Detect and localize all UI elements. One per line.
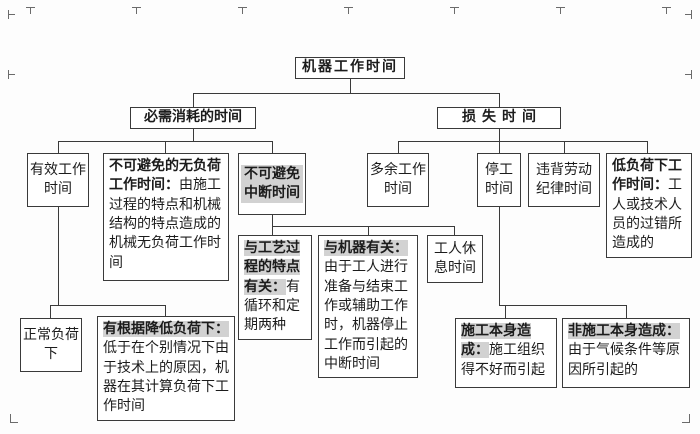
tick-mark [30,7,31,14]
tick-mark [560,7,561,14]
tick-mark [454,7,455,14]
tick-mark [348,7,349,14]
connector-line [193,93,194,107]
tick-mark [685,14,692,15]
node-necessary-consumed-time: 必需消耗的时间 [130,107,256,129]
node-machine-working-time: 机器工作时间 [295,57,405,79]
connector-line [499,93,500,107]
connector-line [398,141,648,142]
node-shutdown-time: 停工时间 [477,153,521,207]
node-justified-reduced-load: 有根据降低负荷下： 低于在个别情况下由于技术上的原因，机器在其计算负荷下工作时间 [97,316,235,421]
node-label: 多余工作时间 [370,161,426,197]
node-label: 停工时间 [485,161,513,197]
node-label: 机器工作时间 [302,59,398,76]
tick-mark [10,422,18,423]
tick-mark [666,7,667,14]
node-redundant-working-time: 多余工作时间 [367,153,429,207]
connector-line [564,141,565,153]
node-body: 由施工过程的特点和机械结构的特点造成的机械无负荷工作时间 [109,177,221,271]
node-body: 由于工人进行准备与结束工作或辅助工作时，机器停止工作而引起的中断时间 [324,259,408,372]
node-head: 非施工本身造成： [568,323,680,339]
node-worker-rest-time: 工人休息时间 [427,235,483,283]
node-unavoidable-noload-time: 不可避免的无负荷工作时间：由施工过程的特点和机械结构的特点造成的机械无负荷工作时… [103,153,229,281]
connector-line [505,305,506,318]
connector-line [193,129,194,141]
node-label: 损失时间 [462,109,542,126]
connector-line [368,226,369,235]
connector-line [398,141,399,153]
node-body: 施工组织得不好而引起 [461,342,545,378]
tick-mark [10,414,11,423]
tick-mark [682,422,690,423]
node-body: 有循环和定期两种 [244,278,300,334]
node-label: 不可避免中断时间 [241,164,303,204]
connector-line [454,226,455,235]
node-label: 违背劳动纪律时间 [536,161,592,197]
connector-line [50,305,51,318]
tick-mark [8,74,15,75]
connector-line [350,79,351,93]
tick-mark [689,414,690,423]
connector-line [50,305,166,306]
connector-line [165,141,166,153]
tick-mark [685,74,692,75]
tick-mark [8,14,15,15]
connector-line [626,305,627,318]
tick-mark [136,7,137,14]
connector-line [647,141,648,153]
connector-line [272,226,455,227]
node-head: 有根据降低负荷下： [103,321,229,337]
node-lost-time: 损失时间 [437,107,561,129]
node-caused-by-construction: 施工本身造成：施工组织得不好而引起 [455,318,557,388]
node-head: 与机器有关： [324,240,408,256]
node-head: 低负荷下工作时间： [612,158,682,194]
connector-line [499,207,500,305]
connector-line [165,305,166,316]
node-unavoidable-interrupt-time: 不可避免中断时间 [238,153,306,215]
connector-line [193,93,500,94]
node-head: 与工艺过程的特点有关： [244,240,300,295]
connector-line [499,305,627,306]
node-normal-load: 正常负荷下 [20,318,82,372]
tick-mark [242,7,243,14]
connector-line [272,141,273,153]
node-not-caused-by-construction: 非施工本身造成： 由于气候条件等原因所引起的 [562,318,690,388]
node-labor-discipline-violation-time: 违背劳动纪律时间 [528,153,600,207]
node-machine-related-interrupt: 与机器有关： 由于工人进行准备与结束工作或辅助工作时，机器停止工作而引起的中断时间 [318,235,418,379]
node-body: 由于气候条件等原因所引起的 [568,342,680,378]
node-label: 有效工作时间 [30,161,86,197]
node-body: 低于在个别情况下由于技术上的原因，机器在其计算负荷下工作时间 [103,340,229,415]
node-label: 正常负荷下 [23,326,79,362]
node-label: 工人休息时间 [434,240,476,276]
node-head: 不可避免的无负荷工作时间： [109,158,221,194]
connector-line [58,141,59,153]
connector-line [58,207,59,305]
node-label: 必需消耗的时间 [144,109,242,126]
node-effective-working-time: 有效工作时间 [27,153,89,207]
connector-line [272,215,273,235]
node-body: 工人或技术人员的过错所造成的 [612,177,682,252]
node-process-related-interrupt: 与工艺过程的特点有关：有循环和定期两种 [238,235,312,340]
node-low-load-working-time: 低负荷下工作时间：工人或技术人员的过错所造成的 [606,153,692,258]
